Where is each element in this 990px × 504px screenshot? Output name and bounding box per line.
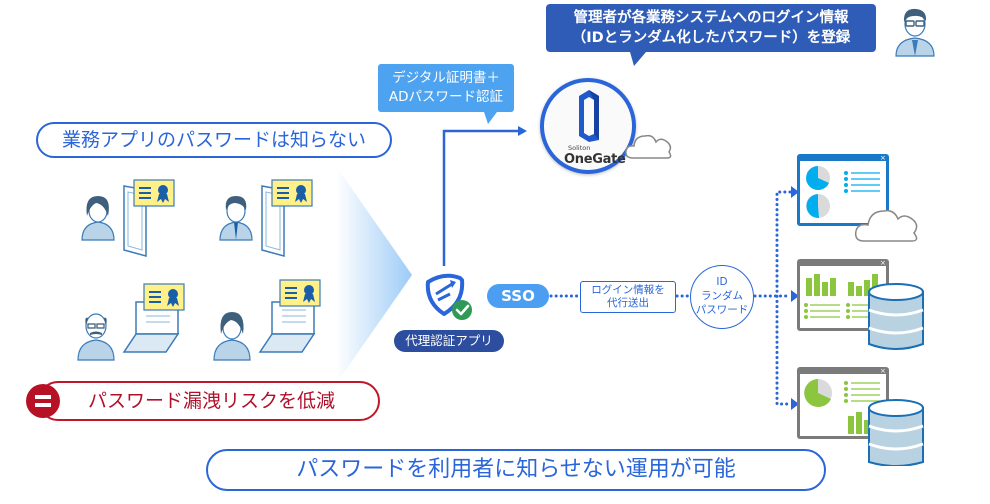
auth-method-bubble: デジタル証明書＋ ADパスワード認証	[378, 64, 514, 124]
target-onprem-app-1: ×	[797, 259, 924, 350]
admin-bubble-line1: 管理者が各業務システムへのログイン情報	[573, 10, 849, 26]
certificate-icon	[271, 179, 313, 207]
svg-text:×: ×	[880, 367, 886, 375]
woman-user-icon	[213, 312, 251, 361]
dashboard-window-icon: ×	[797, 367, 889, 439]
flow-chevron-arrow	[336, 166, 412, 384]
shield-check-icon	[425, 273, 472, 320]
user-devices-illustration	[77, 179, 321, 361]
admin-registration-bubble: 管理者が各業務システムへのログイン情報 （IDとランダム化したパスワード）を登録	[546, 4, 876, 66]
dashboard-window-icon: ×	[797, 154, 889, 226]
laptop-icon	[258, 301, 316, 353]
send-line2: 代行送出	[607, 297, 649, 309]
arrowhead-target-1	[791, 186, 799, 198]
cloud-icon	[625, 134, 672, 159]
older-man-user-icon	[77, 313, 115, 361]
id-line3: パスワード	[695, 304, 749, 316]
id-line1: ID	[716, 276, 728, 288]
man-user-icon	[219, 196, 253, 241]
target-onprem-app-2: ×	[797, 367, 924, 466]
proxy-auth-app-label: 代理認証アプリ	[394, 330, 504, 352]
target-cloud-app: ×	[797, 154, 918, 242]
id-random-password-circle: ID ランダム パスワード	[690, 265, 754, 329]
admin-person-icon	[895, 8, 935, 57]
credential-send-box: ログイン情報を 代行送出	[580, 281, 676, 313]
auth-flow-arrow	[442, 129, 518, 266]
onegate-service: Soliton OneGate	[540, 78, 636, 174]
arrowhead-target-3	[791, 398, 799, 410]
woman-user-icon	[81, 196, 115, 241]
onegate-logo-icon	[579, 90, 599, 142]
certificate-icon	[143, 283, 185, 311]
auth-bubble-line1: デジタル証明書＋	[392, 70, 500, 86]
auth-bubble-line2: ADパスワード認証	[388, 89, 504, 105]
certificate-icon	[133, 179, 175, 207]
product-label: OneGate	[564, 152, 626, 167]
risk-reduction-pill: パスワード漏洩リスクを低減	[38, 381, 380, 421]
dotted-bus	[775, 190, 792, 406]
database-icon	[868, 399, 924, 466]
send-line1: ログイン情報を	[591, 284, 665, 296]
equals-icon	[26, 384, 60, 418]
sso-label: SSO	[487, 284, 549, 308]
arrowhead-target-2	[791, 290, 799, 302]
admin-bubble-line2: （IDとランダム化したパスワード）を登録	[571, 30, 851, 46]
auth-flow-arrowhead	[518, 126, 527, 136]
id-line2: ランダム	[701, 290, 743, 302]
vendor-label: Soliton	[568, 144, 591, 152]
cloud-icon	[854, 209, 918, 242]
footer-benefit-pill: パスワードを利用者に知らせない運用が可能	[206, 449, 826, 491]
users-headline: 業務アプリのパスワードは知らない	[36, 122, 392, 158]
svg-text:×: ×	[880, 154, 886, 162]
svg-text:×: ×	[880, 259, 886, 267]
database-icon	[868, 283, 924, 350]
certificate-icon	[279, 279, 321, 307]
